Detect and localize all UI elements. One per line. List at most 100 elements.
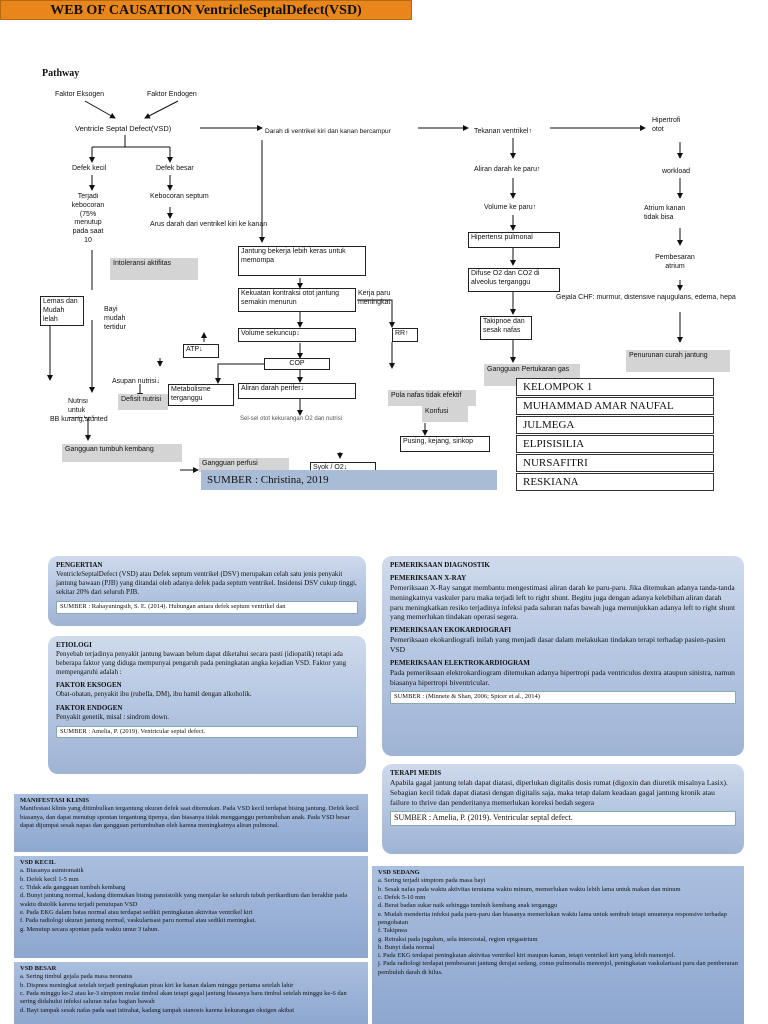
list-item: a. Sering terjadi simptom pada masa bayi <box>378 877 486 885</box>
node-defek-besar: Defek besar <box>156 165 194 172</box>
kelompok-member: JULMEGA <box>516 416 714 434</box>
node-asupan: Asupan nutrisi↓ <box>112 378 160 385</box>
list-item: c. Pada minggu ke-2 atau ke-3 simptom mu… <box>20 989 347 1006</box>
node-pusing: Pusing, kejang, sinkop <box>400 436 490 452</box>
node-lemas: Lemas dan Mudah lelah <box>40 296 84 326</box>
node-hipertensi: Hipertensi pulmonal <box>468 232 560 248</box>
node-nutrisi: Nutrisi untuk metabolis <box>68 398 98 418</box>
pengertian-body: VentricleSeptalDefect (VSD) atau Defek s… <box>56 570 357 597</box>
list-item: b. Defek kecil 1-5 mm <box>20 875 79 883</box>
node-hipertrofi: Hipertrofi otot <box>652 117 681 133</box>
source-christina: SUMBER : Christina, 2019 <box>201 470 497 490</box>
node-vsd: Ventricle Septal Defect(VSD) <box>75 124 172 133</box>
node-konfusi: Konfusi <box>422 406 468 422</box>
card-vsd-kecil: VSD KECIL a. Biasanya asimtomatik b. Def… <box>14 856 368 958</box>
list-item: d. Bunyi jantung normal, kadang ditemuka… <box>20 892 348 908</box>
ekg-body: Pada pemeriksaan elektrokardiogram ditem… <box>390 667 735 687</box>
xray-body: Pemeriksaan X-Ray sangat membantu menges… <box>390 583 736 622</box>
terapi-body: Apabila gagal jantung telah dapat diatas… <box>390 778 728 807</box>
node-takipnoe: Takipnoe dan sesak nafas <box>480 316 532 340</box>
node-bb-kurang: BB kurang,stunted <box>50 416 108 423</box>
list-item: i. Pada EKG terdapat peningkatan aktivit… <box>378 952 676 960</box>
card-manifestasi: MANIFESTASI KLINIS Manifestasi klinis ya… <box>14 794 368 852</box>
etiologi-heading: ETIOLOGI <box>56 641 92 649</box>
manifestasi-body: Manifestasi klinis yang ditimbulkan terg… <box>20 805 359 829</box>
diagnostik-source: SUMBER : (Minnete & Shan, 2006; Spicer e… <box>390 691 736 705</box>
node-metabolisme: Metabolisme terganggu <box>168 384 234 406</box>
kelompok-member: RESKIANA <box>516 473 714 491</box>
vsd-besar-heading: VSD BESAR <box>20 965 57 972</box>
list-item: b. Sesak nafas pada waktu aktivitas teru… <box>378 885 681 893</box>
card-terapi: TERAPI MEDIS Apabila gagal jantung telah… <box>382 764 744 854</box>
node-defek-kecil: Defek kecil <box>72 165 107 172</box>
pathway-label: Pathway <box>42 68 80 79</box>
list-item: f. Takipnea <box>378 927 408 935</box>
node-difuse: Difuse O2 dan CO2 di alveolus terganggu <box>468 268 560 292</box>
eko-body: Pemeriksaan ekokardiografi inilah yang m… <box>390 635 726 655</box>
list-item: g. Menutup secara spontan pada waktu umu… <box>20 925 159 933</box>
manifestasi-heading: MANIFESTASI KLINIS <box>20 797 90 804</box>
ekg-heading: PEMERIKSAAN ELEKTROKARDIOGRAM <box>390 658 530 667</box>
pengertian-source: SUMBER : Rahayuningsih, S. E. (2014). Hu… <box>56 601 358 615</box>
node-kerja-paru: Kerja paru meningkat <box>358 290 391 306</box>
node-workload: workload <box>662 168 691 175</box>
node-kebocoran-septum: Kebocoran septum <box>150 193 209 200</box>
endogen-body: Penyakit genetik, misal : sindrom down. <box>56 712 169 721</box>
terapi-source: SUMBER : Amelia, P. (2019). Ventricular … <box>390 811 736 826</box>
node-gangguan-tumbuh: Gangguan tumbuh kembang <box>62 444 182 462</box>
node-penurunan: Penurunan curah jantung <box>626 350 730 372</box>
node-gejala-chf: Gejala CHF: murmur, distensive najugular… <box>556 294 736 301</box>
node-aliran-perifer: Aliran darah perifer↓ <box>238 383 356 399</box>
pengertian-heading: PENGERTIAN <box>56 561 103 569</box>
list-item: f. Pada radiologi ukuran jantung normal,… <box>20 917 257 925</box>
list-item: c. Defek 5-10 mm <box>378 893 426 901</box>
node-terjadi-kebocoran: Terjadi kebocoran (75% menutup pada saat… <box>71 193 105 244</box>
eko-heading: PEMERIKSAAN EKOKARDIOGRAFI <box>390 626 512 635</box>
list-item: h. Bunyi dada normal <box>378 943 435 951</box>
node-kekuatan: Kekuatan kontraksi otot jantung semakin … <box>238 288 356 312</box>
list-item: a. Biasanya asimtomatik <box>20 867 84 875</box>
list-item: d. Bayi tampak sesak nafas pada saat ist… <box>20 1006 294 1014</box>
list-item: j. Pada radiologi terdapat pembesaran ja… <box>378 960 738 976</box>
kelompok-member: ELPISISILIA <box>516 435 714 453</box>
node-atp: ATP↓ <box>183 344 219 358</box>
node-gangguan-perfusi: Gangguan perfusi <box>199 458 289 472</box>
vsd-kecil-heading: VSD KECIL <box>20 859 56 866</box>
etiologi-body: Penyebab terjadinya penyakit jantung baw… <box>56 650 347 677</box>
node-faktor-eksogen: Faktor Eksogen <box>55 91 105 98</box>
node-pola-nafas: Pola nafas tidak efektif <box>388 390 476 406</box>
list-item: d. Berat badan sukar naik sehingga tumbu… <box>378 902 558 910</box>
node-volume-paru: Volume ke paru↑ <box>484 204 537 211</box>
node-faktor-endogen: Faktor Endogen <box>147 91 197 98</box>
list-item: e. Pada EKG dalam batas normal atau terd… <box>20 908 253 916</box>
kelompok-header: KELOMPOK 1 <box>516 378 714 396</box>
card-vsd-besar: VSD BESAR a. Sering timbul gejala pada m… <box>14 962 368 1024</box>
endogen-heading: FAKTOR ENDOGEN <box>56 703 123 712</box>
node-sel-selotot: Sel-sel otot kekurangan O2 dan nutrisi <box>240 416 343 422</box>
kelompok-member: MUHAMMAD AMAR NAUFAL <box>516 397 714 415</box>
card-vsd-sedang: VSD SEDANG a. Sering terjadi simptom pad… <box>372 866 744 1024</box>
node-pembesaran: Pembesaran atrium <box>655 254 695 270</box>
kelompok-member: NURSAFITRI <box>516 454 714 472</box>
eksogen-body: Obat-obatan, penyakit ibu (rubella, DM),… <box>56 690 252 699</box>
card-etiologi: ETIOLOGI Penyebab terjadinya penyakit ja… <box>48 636 366 774</box>
node-tekanan-ventrikel: Tekanan ventrikel↑ <box>474 128 532 135</box>
diagnostik-heading: PEMERIKSAAN DIAGNOSTIK <box>390 561 490 569</box>
node-aliran-paru: Aliran darah ke paru↑ <box>474 166 541 173</box>
card-pengertian: PENGERTIAN VentricleSeptalDefect (VSD) a… <box>48 556 366 626</box>
node-atrium: Atrium kanan tidak bisa <box>644 205 686 221</box>
list-item: b. Dispnea meningkat setelah terjadi pen… <box>20 981 294 989</box>
node-jantung-bekerja: Jantung bekerja lebih keras untuk memomp… <box>238 246 366 276</box>
list-item: g. Retraksi pada jugulum, sela intercost… <box>378 935 538 943</box>
node-volume-sekuncup: Volume sekuncup↓ <box>238 328 356 342</box>
xray-heading: PEMERIKSAAN X-RAY <box>390 574 467 583</box>
eksogen-heading: FAKTOR EKSOGEN <box>56 681 122 690</box>
node-defisit: Defisit nutrisi <box>118 394 168 410</box>
etiologi-source: SUMBER : Amelia, P. (2019). Ventricular … <box>56 725 358 738</box>
node-rr: RR↑ <box>392 328 418 342</box>
node-arus-darah: Arus darah dari ventrikel kiri ke kanan <box>150 221 268 228</box>
card-diagnostik: PEMERIKSAAN DIAGNOSTIK PEMERIKSAAN X-RAY… <box>382 556 744 756</box>
terapi-heading: TERAPI MEDIS <box>390 769 442 777</box>
vsd-sedang-heading: VSD SEDANG <box>378 869 420 876</box>
